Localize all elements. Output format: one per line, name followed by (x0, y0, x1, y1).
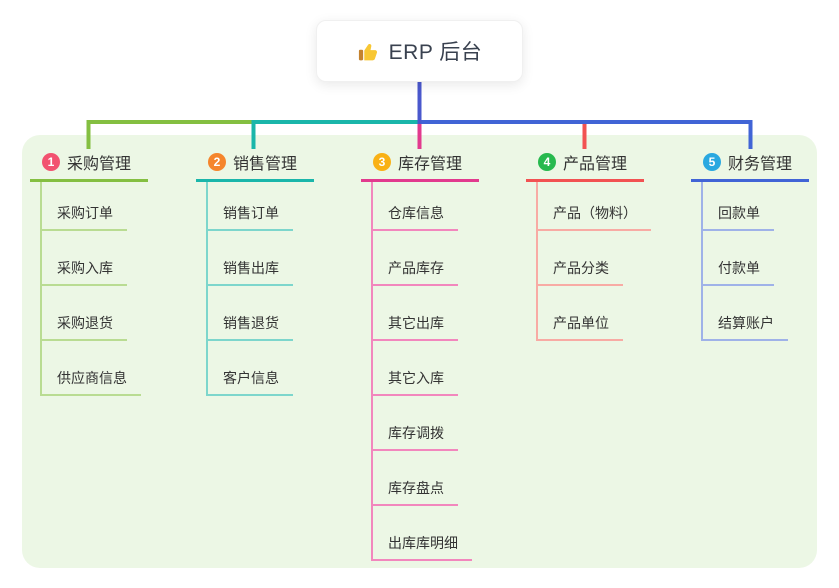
branch-column-3: 3 库存管理 仓库信息 产品库存 其它出库 其它入库 库存调拨 库存盘点 出库库… (361, 150, 479, 561)
sub-node[interactable]: 产品分类 (538, 231, 623, 286)
branch-node[interactable]: 5 财务管理 (691, 150, 809, 182)
branch-node[interactable]: 3 库存管理 (361, 150, 479, 182)
sub-node[interactable]: 产品单位 (538, 286, 623, 341)
branch-number-badge: 2 (208, 153, 226, 171)
branch-column-2: 2 销售管理 销售订单 销售出库 销售退货 客户信息 (196, 150, 314, 396)
sub-node[interactable]: 回款单 (703, 182, 774, 231)
branch-label: 产品管理 (563, 156, 628, 173)
branch-label: 财务管理 (728, 156, 793, 173)
sub-node[interactable]: 付款单 (703, 231, 774, 286)
branch-node[interactable]: 1 采购管理 (30, 150, 148, 182)
branch-number-badge: 1 (42, 153, 60, 171)
sub-node[interactable]: 库存盘点 (373, 451, 458, 506)
sub-node[interactable]: 结算账户 (703, 286, 788, 341)
sub-node[interactable]: 库存调拨 (373, 396, 458, 451)
branch-label: 销售管理 (233, 156, 298, 173)
sub-node[interactable]: 供应商信息 (42, 341, 141, 396)
sub-node[interactable]: 其它出库 (373, 286, 458, 341)
branch-sub-list: 回款单 付款单 结算账户 (701, 182, 809, 341)
root-node[interactable]: ERP 后台 (316, 20, 523, 82)
branch-node[interactable]: 2 销售管理 (196, 150, 314, 182)
branch-number-badge: 4 (538, 153, 556, 171)
sub-node[interactable]: 销售出库 (208, 231, 293, 286)
thumbs-up-icon (357, 40, 380, 63)
branch-sub-list: 仓库信息 产品库存 其它出库 其它入库 库存调拨 库存盘点 出库库明细 (371, 182, 479, 561)
sub-node[interactable]: 采购入库 (42, 231, 127, 286)
sub-node[interactable]: 其它入库 (373, 341, 458, 396)
branches-panel (22, 135, 817, 568)
branch-column-1: 1 采购管理 采购订单 采购入库 采购退货 供应商信息 (30, 150, 148, 396)
sub-node[interactable]: 采购退货 (42, 286, 127, 341)
sub-node[interactable]: 出库库明细 (373, 506, 472, 561)
sub-node[interactable]: 销售退货 (208, 286, 293, 341)
sub-node[interactable]: 产品库存 (373, 231, 458, 286)
branch-label: 库存管理 (398, 156, 463, 173)
branch-sub-list: 销售订单 销售出库 销售退货 客户信息 (206, 182, 314, 396)
branch-node[interactable]: 4 产品管理 (526, 150, 644, 182)
sub-node[interactable]: 仓库信息 (373, 182, 458, 231)
sub-node[interactable]: 客户信息 (208, 341, 293, 396)
branch-sub-list: 采购订单 采购入库 采购退货 供应商信息 (40, 182, 148, 396)
branch-number-badge: 5 (703, 153, 721, 171)
sub-node[interactable]: 销售订单 (208, 182, 293, 231)
branch-label: 采购管理 (67, 156, 132, 173)
branch-column-5: 5 财务管理 回款单 付款单 结算账户 (691, 150, 809, 341)
branch-number-badge: 3 (373, 153, 391, 171)
sub-node[interactable]: 产品（物料） (538, 182, 651, 231)
branch-column-4: 4 产品管理 产品（物料） 产品分类 产品单位 (526, 150, 651, 341)
root-node-label: ERP 后台 (388, 41, 483, 64)
branch-sub-list: 产品（物料） 产品分类 产品单位 (536, 182, 651, 341)
sub-node[interactable]: 采购订单 (42, 182, 127, 231)
